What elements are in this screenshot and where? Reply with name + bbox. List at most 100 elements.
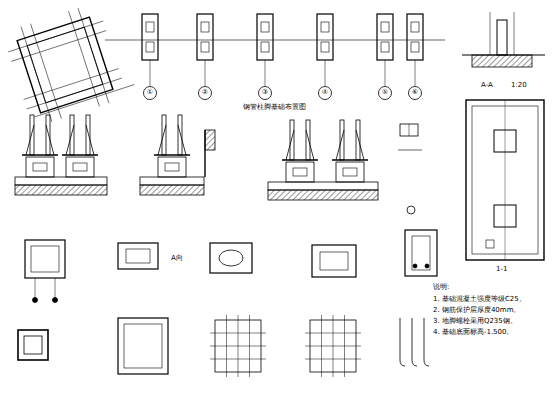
stroke (505, 100, 506, 260)
stroke (35, 278, 36, 298)
outline (405, 230, 437, 276)
outline (321, 42, 329, 52)
stroke (205, 60, 206, 86)
outline (201, 42, 209, 52)
outline (24, 336, 42, 354)
outline (286, 162, 314, 182)
circle (319, 87, 332, 100)
stroke (282, 159, 318, 161)
drawing-label: 钢管柱脚基础布置图 (242, 104, 307, 112)
outline (201, 22, 209, 32)
outline (31, 246, 59, 272)
circle (413, 264, 417, 268)
outline (497, 20, 507, 55)
outline (268, 190, 378, 200)
outline (15, 177, 107, 185)
circle (53, 298, 58, 303)
outline (377, 14, 393, 60)
outline (472, 55, 532, 67)
outline (356, 120, 360, 160)
stroke (105, 40, 445, 41)
outline (411, 22, 419, 32)
stroke (55, 278, 56, 298)
drawing-label: 说明: (432, 284, 450, 292)
circle (259, 87, 272, 100)
outline (268, 182, 378, 190)
circle (409, 87, 422, 100)
outline (381, 42, 389, 52)
outline (165, 163, 179, 171)
circle (407, 206, 415, 214)
stroke (490, 12, 491, 55)
outline (73, 163, 87, 171)
outline (26, 157, 54, 177)
outline (33, 163, 47, 171)
outline (70, 115, 74, 155)
circle (425, 264, 429, 268)
drawing-label: 2. 钢筋保护层厚度40mm。 (432, 307, 521, 315)
stroke (154, 154, 190, 156)
outline (197, 14, 213, 60)
outline (146, 22, 154, 32)
outline (66, 157, 94, 177)
drawing-label: A向 (170, 255, 184, 263)
axis-number: ④ (322, 89, 328, 97)
outline (162, 115, 166, 155)
outline (86, 115, 90, 155)
stroke (398, 150, 422, 151)
outline (290, 120, 294, 160)
outline (142, 14, 158, 60)
stroke (415, 60, 416, 86)
outline (486, 240, 494, 248)
outline (320, 252, 348, 270)
outline (25, 240, 65, 278)
outline (412, 236, 430, 270)
drawing-label: 4. 基础底面标高-1.500。 (432, 329, 514, 337)
axis-number: ③ (262, 89, 268, 97)
outline (205, 130, 215, 150)
outline (466, 100, 544, 260)
circle (33, 298, 38, 303)
stroke (305, 359, 361, 360)
outline (306, 120, 310, 160)
outline (336, 162, 364, 182)
outline (381, 22, 389, 32)
outline (343, 168, 357, 176)
stroke (409, 124, 410, 136)
outline (158, 157, 186, 177)
outline (30, 115, 34, 155)
stroke (150, 60, 151, 86)
outline (146, 42, 154, 52)
outline (321, 22, 329, 32)
stroke (385, 60, 386, 86)
stroke (210, 359, 266, 360)
outline (140, 177, 204, 185)
outline (124, 324, 162, 368)
stroke (62, 154, 98, 156)
outline (407, 14, 423, 60)
outline (46, 115, 50, 155)
outline (18, 330, 48, 360)
outline (140, 185, 204, 195)
stroke (305, 346, 361, 347)
outline (312, 245, 356, 277)
outline (126, 249, 150, 263)
stroke (332, 159, 368, 161)
stroke (249, 315, 250, 377)
drawing-label: 1. 基础混凝土强度等级C25。 (432, 296, 527, 304)
outline (118, 318, 168, 374)
outline (411, 42, 419, 52)
axis-number: ① (147, 89, 153, 97)
outline (257, 14, 273, 60)
stroke (265, 60, 266, 86)
outline (118, 243, 158, 269)
outline (400, 124, 418, 136)
stroke (22, 154, 58, 156)
outline (293, 168, 307, 176)
outline (340, 120, 344, 160)
stroke (344, 315, 345, 377)
outline (261, 42, 269, 52)
stroke (514, 12, 515, 55)
